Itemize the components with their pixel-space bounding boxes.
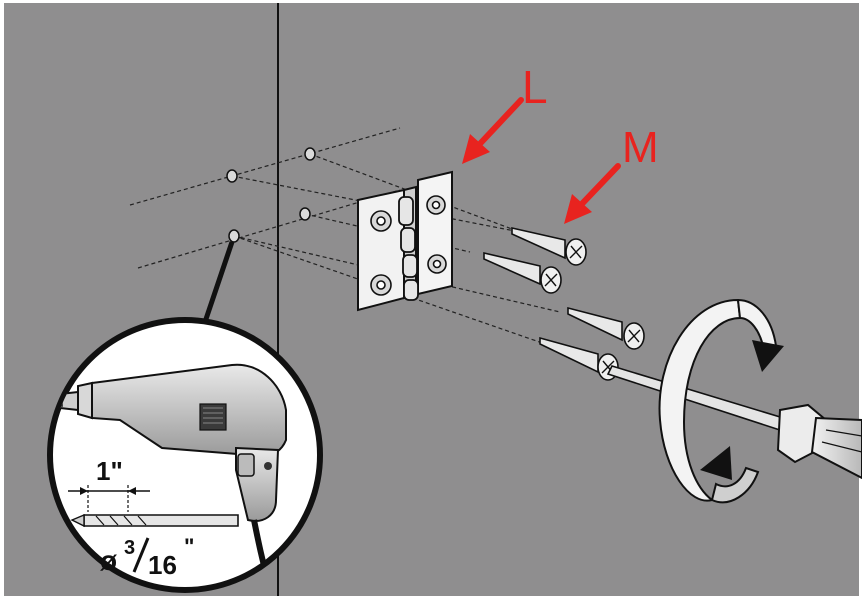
inset-pointer <box>202 241 235 323</box>
power-drill-icon <box>52 363 287 588</box>
pilot-hole <box>304 147 316 161</box>
hinge <box>357 170 453 312</box>
screwdriver <box>606 365 862 480</box>
pilot-hole <box>228 229 240 243</box>
depth-dimension <box>68 485 150 512</box>
drill-depth-label: 1" <box>96 456 123 486</box>
pilot-holes <box>226 147 316 243</box>
hinge-callout-label: L <box>522 61 548 113</box>
screw <box>511 226 587 266</box>
rotation-arrow-icon <box>658 298 784 504</box>
svg-text:16: 16 <box>148 550 177 580</box>
screw <box>567 306 645 350</box>
pilot-hole <box>299 207 311 221</box>
pilot-hole <box>226 169 238 183</box>
drill-bit-icon <box>70 513 239 528</box>
drill-diameter-label: ø 3 16 " <box>100 534 194 580</box>
screws <box>483 226 645 381</box>
svg-text:3: 3 <box>124 537 135 559</box>
svg-text:": " <box>184 534 194 559</box>
screw <box>483 251 562 294</box>
callout-arrow-hinge <box>462 97 524 164</box>
drill-inset: 1" ø 3 16 " <box>47 317 323 593</box>
callout-arrow-screw <box>564 163 621 224</box>
screw-callout-label: M <box>622 123 659 172</box>
svg-text:ø: ø <box>100 545 117 576</box>
fraction-slash <box>132 537 150 573</box>
